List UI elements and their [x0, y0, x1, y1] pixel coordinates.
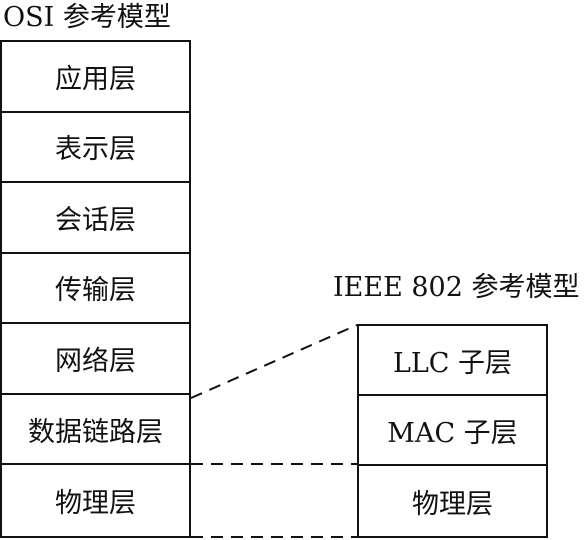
osi-layer-network: 网络层 [2, 324, 189, 395]
osi-layer-session: 会话层 [2, 183, 189, 254]
osi-layer-transport: 传输层 [2, 254, 189, 325]
ieee-layer-llc: LLC 子层 [359, 326, 546, 396]
osi-layer-data-link: 数据链路层 [2, 395, 189, 466]
osi-layer-physical: 物理层 [55, 488, 136, 520]
osi-layer-application: 应用层 [2, 42, 189, 113]
osi-layer-presentation: 表示层 [2, 113, 189, 184]
connector-datalink-to-llc-top [190, 324, 358, 399]
ieee-802-layer-stack: LLC 子层 MAC 子层 物理层 [357, 324, 548, 538]
osi-layer-stack: 应用层 表示层 会话层 传输层 网络层 数据链路层 物理层 [0, 40, 191, 538]
ieee-802-model-title: IEEE 802 参考模型 [333, 272, 580, 303]
ieee-layer-physical: 物理层 [412, 488, 493, 520]
ieee-layer-mac: MAC 子层 [359, 396, 546, 466]
osi-model-title: OSI 参考模型 [3, 2, 171, 33]
